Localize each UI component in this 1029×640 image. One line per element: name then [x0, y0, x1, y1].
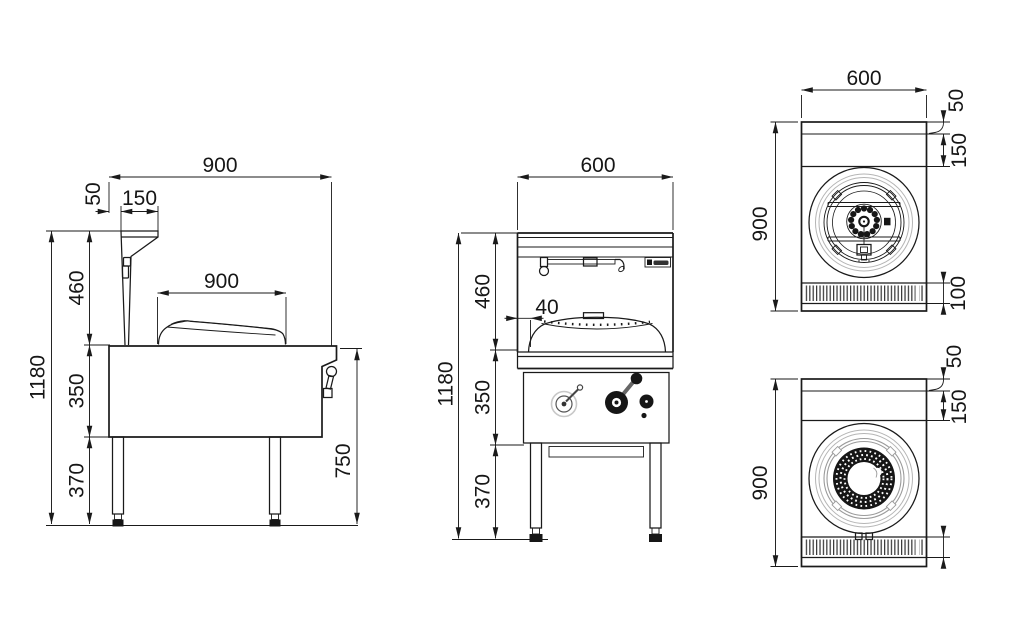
- dim-label-side-worktop-height: 750: [332, 443, 355, 478]
- front-brand-plate: [644, 257, 671, 268]
- burner-gas-fitting: [884, 217, 891, 226]
- dim-label-side-wok-width: 900: [204, 270, 239, 293]
- dim-label-plan-b-shelf: 150: [948, 389, 971, 424]
- front-controls: [550, 372, 654, 419]
- side-wok-pan: [157, 320, 287, 345]
- front-dimensions: 600 460 350 370 1180 40: [435, 154, 674, 540]
- dim-label-plan-a-grille: 100: [947, 276, 970, 311]
- plan-a-jet-burner: [846, 203, 891, 262]
- dim-label-front-wok-offset: 40: [535, 296, 558, 319]
- front-view: 600 460 350 370 1180 40: [435, 154, 674, 542]
- dim-label-side-upper-height: 460: [66, 270, 89, 305]
- plan-b-grille-bracket: [926, 525, 950, 569]
- dim-label-side-total-height: 1180: [27, 355, 50, 400]
- faucet-spout-tip: [618, 265, 625, 273]
- plan-b-outline: [800, 378, 928, 568]
- side-dimensions: 900 50 150 460 350 370 1180 900: [27, 154, 362, 526]
- side-faucet: [121, 256, 132, 279]
- side-backsplash: [120, 230, 159, 346]
- side-body: [108, 345, 338, 438]
- ignition-dot: [641, 412, 647, 419]
- side-gas-valve: [322, 365, 338, 399]
- plan-a-dimensions: 600 900 50 150 100: [749, 67, 971, 315]
- front-control-panel-plate: [522, 371, 670, 444]
- brand-logo-wordmark: [653, 260, 669, 265]
- dim-label-front-body-height: 350: [472, 380, 495, 415]
- dim-label-side-depth: 900: [202, 154, 237, 177]
- dim-label-side-rear-gap: 50: [82, 182, 105, 205]
- dim-label-plan-a-depth: 900: [749, 206, 772, 241]
- wok-handle: [582, 312, 605, 320]
- plan-a-outline: [800, 121, 928, 312]
- gas-knob: [639, 394, 654, 419]
- dim-label-front-total-height: 1180: [435, 361, 458, 406]
- front-legs: [529, 442, 662, 542]
- dim-label-plan-a-rear-edge: 50: [945, 89, 968, 112]
- plan-b-ring-burner: [832, 447, 896, 541]
- brand-logo-icon: [647, 259, 652, 265]
- dim-label-front-leg-height: 370: [472, 474, 495, 509]
- pilot-assembly: [856, 226, 872, 262]
- dim-label-plan-b-rear-edge: 50: [943, 345, 966, 368]
- dim-label-plan-a-shelf: 150: [948, 133, 971, 168]
- plan-b-dimensions: 900 50 150: [749, 345, 971, 569]
- front-wok-pan: [527, 312, 667, 353]
- front-drawer-inset: [548, 446, 644, 458]
- dim-label-front-width: 600: [580, 154, 615, 177]
- side-view: 900 50 150 460 350 370 1180 900: [27, 154, 362, 527]
- plan-view-jet-burner: 600 900 50 150 100: [749, 67, 971, 315]
- plan-b-wok-ring: [808, 422, 920, 535]
- dim-label-plan-b-depth: 900: [749, 465, 772, 500]
- dim-label-plan-a-width: 600: [846, 67, 881, 90]
- plan-view-ring-burner: 900 50 150: [749, 345, 971, 569]
- plan-a-drain-grille: [800, 282, 928, 305]
- dim-label-side-leg-height: 370: [66, 463, 89, 498]
- front-swing-faucet: [538, 256, 625, 277]
- side-legs: [111, 436, 282, 527]
- pilot-knob: [550, 384, 584, 418]
- dim-label-side-shelf: 150: [122, 187, 157, 210]
- plan-a-wok-ring: [808, 166, 920, 279]
- dim-label-front-upper-height: 460: [472, 274, 495, 309]
- dim-label-side-body-height: 350: [66, 373, 89, 408]
- plan-b-drain-grille: [800, 536, 928, 559]
- burner-knob: [605, 372, 643, 414]
